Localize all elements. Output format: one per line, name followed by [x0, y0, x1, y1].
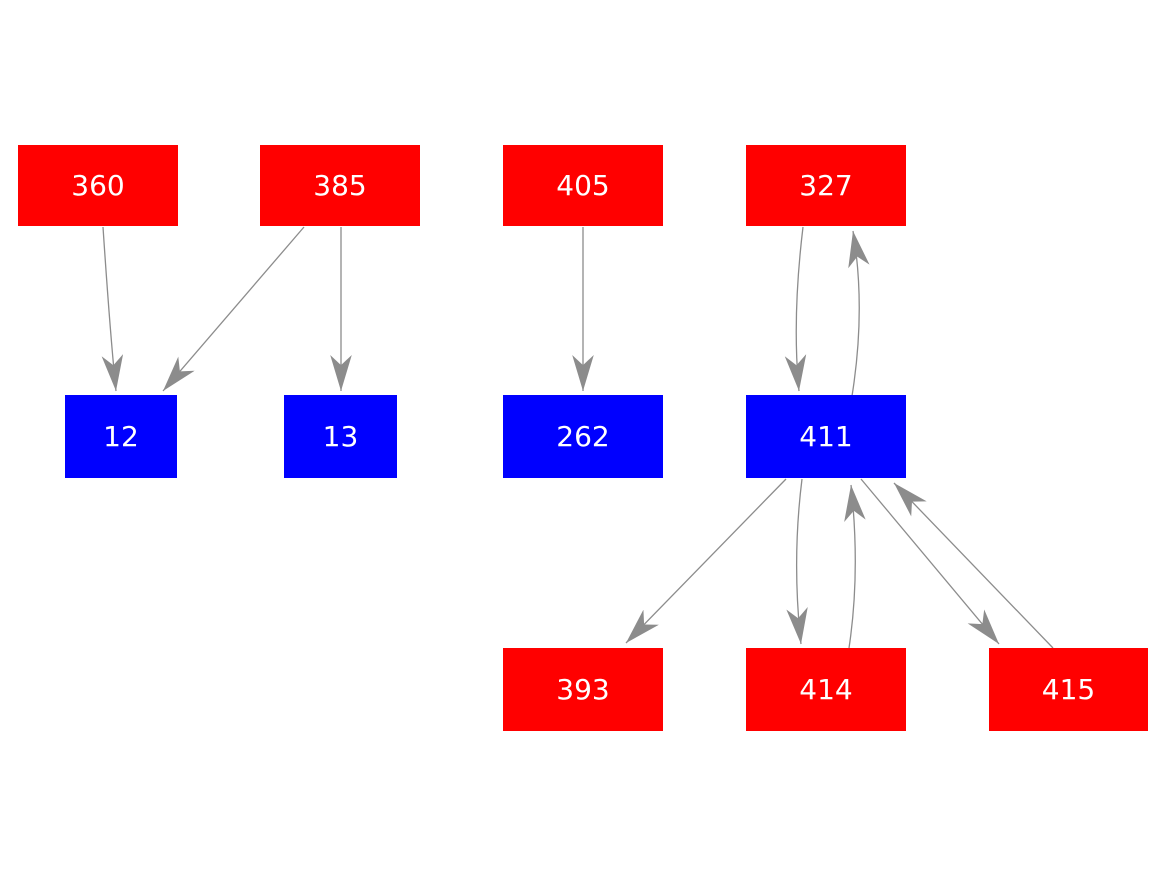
node-13: 13: [284, 395, 397, 478]
edge-414-to-411: [844, 484, 866, 649]
node-262-label: 262: [556, 419, 610, 453]
node-327: 327: [746, 145, 906, 226]
node-327-label: 327: [799, 168, 853, 202]
node-393: 393: [503, 648, 663, 731]
edge-411-to-327: [848, 230, 870, 397]
node-411: 411: [746, 395, 906, 478]
edge-411-to-393: [625, 478, 787, 644]
node-405-label: 405: [556, 168, 610, 202]
edge-411-to-414: [786, 478, 808, 645]
node-12-label: 12: [103, 419, 139, 453]
node-385-label: 385: [313, 168, 367, 202]
node-414: 414: [746, 648, 906, 731]
edge-360-to-12: [101, 226, 124, 392]
node-360-label: 360: [71, 168, 125, 202]
node-360: 360: [18, 145, 178, 226]
node-13-label: 13: [322, 419, 359, 453]
node-12: 12: [65, 395, 177, 478]
edge-327-to-411: [784, 226, 807, 392]
node-415-label: 415: [1041, 672, 1096, 706]
edge-385-to-12: [162, 226, 305, 392]
node-385: 385: [260, 145, 420, 226]
node-414-label: 414: [799, 672, 853, 706]
node-411-label: 411: [799, 419, 853, 453]
edge-415-to-411: [893, 482, 1054, 649]
node-393-label: 393: [556, 672, 610, 706]
node-415: 415: [989, 648, 1148, 731]
node-262: 262: [503, 395, 663, 478]
edge-411-to-415: [860, 478, 1000, 645]
node-405: 405: [503, 145, 663, 226]
